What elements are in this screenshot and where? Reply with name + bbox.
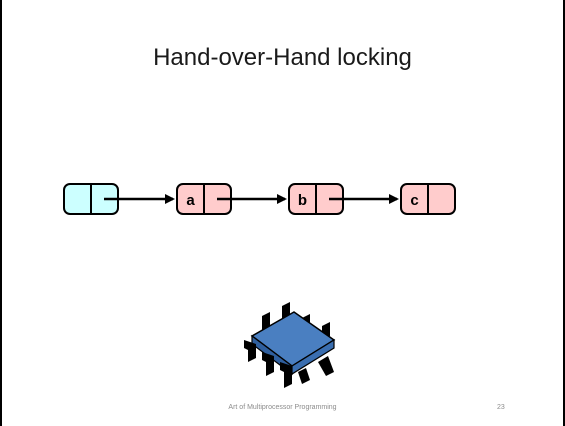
list-node-c: c: [400, 183, 456, 215]
node-label: b: [298, 192, 307, 209]
thread-chip-icon: [244, 302, 336, 388]
slide-title: Hand-over-Hand locking: [153, 44, 412, 71]
node-label: a: [186, 192, 195, 209]
list-node-a: a: [176, 183, 232, 215]
node-label: c: [410, 192, 418, 209]
page-number: 23: [497, 404, 505, 411]
slide-footer: Art of Multiprocessor Programming: [228, 404, 337, 411]
